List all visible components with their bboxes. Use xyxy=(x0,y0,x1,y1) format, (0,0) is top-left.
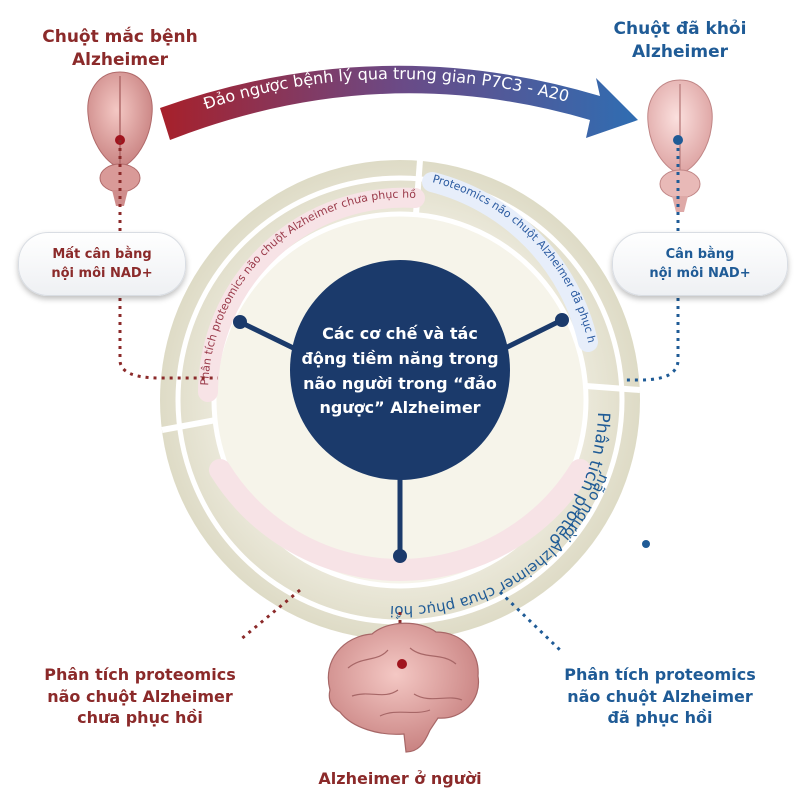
left-brain-title: Chuột mắc bệnh Alzheimer xyxy=(42,27,198,70)
left-nad-pill: Mất cân bằng nội môi NAD+ xyxy=(18,232,186,296)
right-nad-pill: Cân bằng nội môi NAD+ xyxy=(612,232,788,296)
human-brain-icon xyxy=(327,622,480,753)
reversal-arrow xyxy=(160,65,638,140)
right-brain-title: Chuột đã khỏi Alzheimer xyxy=(613,19,747,62)
bottom-right-label: Phân tích proteomics não chuột Alzheimer… xyxy=(564,665,756,728)
ring-divider xyxy=(585,383,641,393)
connector-bottom-right xyxy=(498,590,562,652)
center-title: Các cơ chế và tác động tiềm năng trong n… xyxy=(301,324,499,418)
spoke-node-bottom xyxy=(393,549,407,563)
ring-divider xyxy=(161,417,217,433)
segment-band-bottom xyxy=(209,459,591,581)
segment-band-top-right xyxy=(422,172,598,352)
connector-bottom-left xyxy=(239,588,301,642)
center-circle xyxy=(290,260,510,480)
connector-right-mid xyxy=(624,298,680,382)
blue-dot xyxy=(642,540,650,548)
bottom-left-label: Phân tích proteomics não chuột Alzheimer… xyxy=(44,665,236,728)
human-brain-marker xyxy=(397,659,407,669)
mouse-brain-icon xyxy=(647,79,713,212)
human-brain-label: Alzheimer ở người xyxy=(318,769,482,788)
spoke-node-left xyxy=(233,315,247,329)
segment-band-top-left xyxy=(198,187,425,402)
spoke-node-right xyxy=(555,313,569,327)
